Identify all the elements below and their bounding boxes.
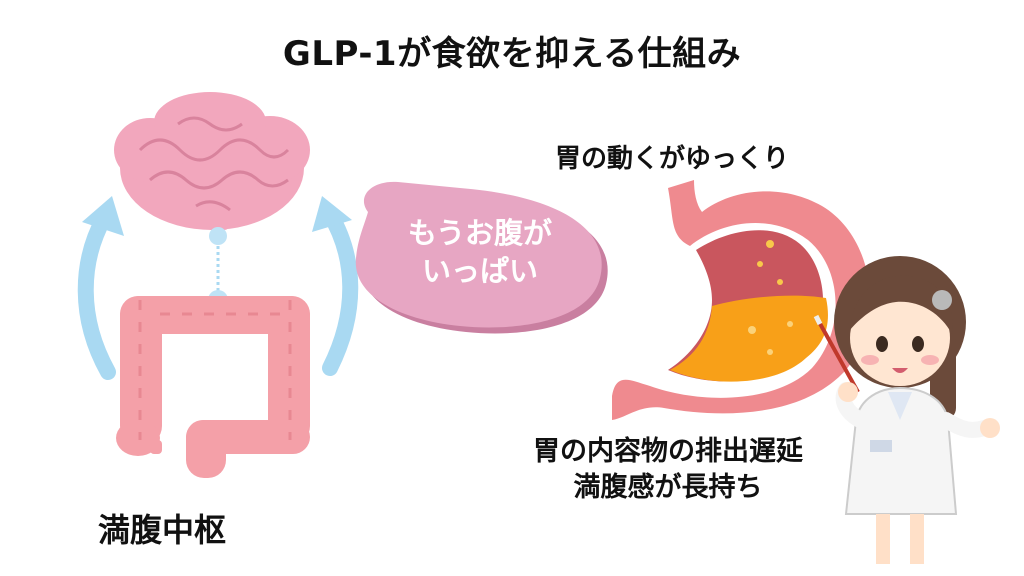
doctor-character-icon bbox=[813, 256, 1000, 564]
stomach-icon bbox=[612, 180, 870, 420]
gastric-emptying-note: 胃の内容物の排出遅延 満腹感が長持ち bbox=[468, 434, 868, 506]
up-arrow-left-icon bbox=[77, 196, 124, 380]
stomach-caption: 胃の動くがゆっくり bbox=[555, 144, 790, 174]
brain-icon bbox=[114, 92, 310, 230]
up-arrow-right-icon bbox=[312, 196, 359, 376]
note-line-2: 満腹感が長持ち bbox=[573, 472, 763, 503]
intestine-icon bbox=[116, 296, 310, 478]
speech-bubble-text: もうお腹が いっぱい bbox=[370, 214, 590, 290]
speech-bubble bbox=[355, 181, 608, 334]
satiety-center-label: 満腹中枢 bbox=[98, 511, 227, 549]
note-line-1: 胃の内容物の排出遅延 bbox=[533, 436, 803, 467]
speech-bubble-line-1: もうお腹が bbox=[407, 216, 553, 250]
speech-bubble-line-2: いっぱい bbox=[421, 254, 538, 288]
page-title: GLP-1が食欲を抑える仕組み bbox=[282, 34, 742, 74]
